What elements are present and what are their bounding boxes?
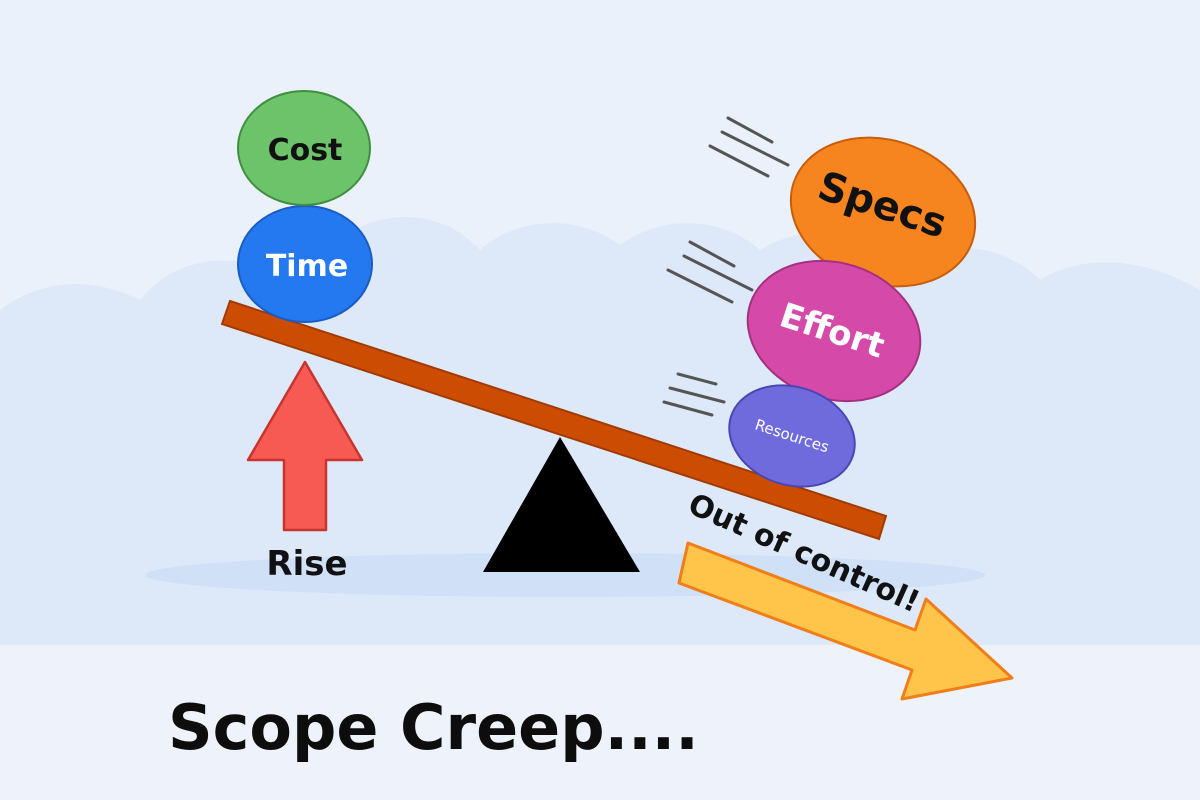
resources-ball — [728, 384, 856, 488]
cost-label: Cost — [268, 133, 343, 168]
page-title: Scope Creep.... — [168, 691, 699, 764]
out-of-control-arrow — [677, 541, 1014, 701]
rise-label: Rise — [266, 544, 347, 584]
motion-lines — [662, 116, 790, 417]
fulcrum-triangle — [483, 437, 640, 572]
time-ball — [237, 205, 373, 323]
time-label: Time — [266, 249, 348, 284]
seesaw-plank — [220, 299, 888, 541]
cost-ball — [237, 90, 371, 206]
rise-arrow — [246, 360, 364, 532]
